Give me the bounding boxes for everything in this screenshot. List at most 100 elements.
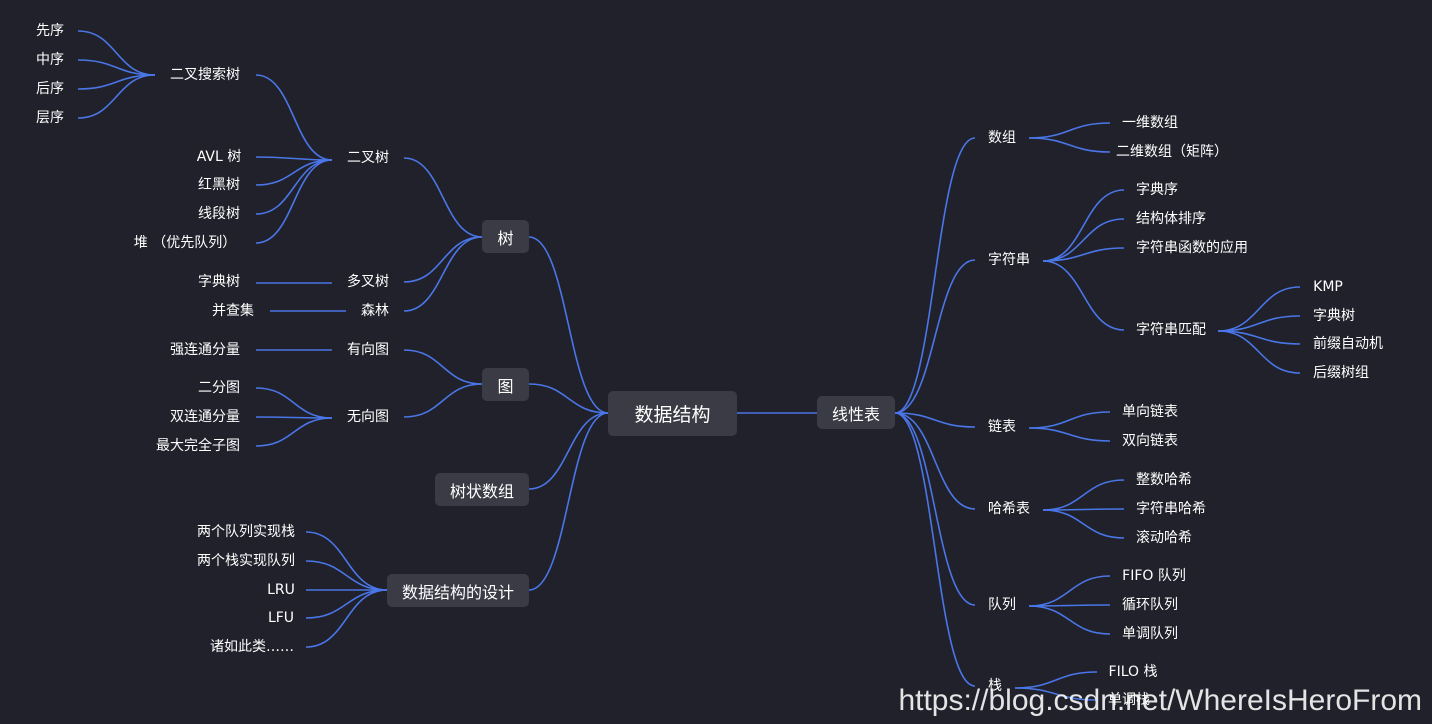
node-multiway-tree[interactable]: 多叉树 bbox=[347, 274, 389, 290]
edge-match-suffix bbox=[1217, 330, 1301, 374]
edge-queue-fifo bbox=[1028, 575, 1111, 607]
node-root[interactable]: 数据结构 bbox=[608, 391, 737, 436]
edge-string-funcs bbox=[1042, 247, 1125, 262]
node-str-hash[interactable]: 字符串哈希 bbox=[1136, 501, 1206, 517]
node-etc[interactable]: 诸如此类…… bbox=[210, 639, 294, 655]
node-monotonic-queue[interactable]: 单调队列 bbox=[1122, 626, 1178, 642]
node-array-2d[interactable]: 二维数组（矩阵） bbox=[1116, 144, 1228, 160]
node-trie-left[interactable]: 字典树 bbox=[198, 274, 240, 290]
node-trie-right[interactable]: 字典树 bbox=[1313, 308, 1355, 324]
node-levelorder[interactable]: 层序 bbox=[36, 110, 64, 126]
node-circular-queue[interactable]: 循环队列 bbox=[1122, 597, 1178, 613]
edge-string-struct bbox=[1042, 218, 1125, 262]
node-string-funcs[interactable]: 字符串函数的应用 bbox=[1136, 240, 1248, 256]
node-tree[interactable]: 树 bbox=[482, 220, 529, 253]
node-binary-tree[interactable]: 二叉树 bbox=[347, 150, 389, 166]
edge-design-qs bbox=[305, 531, 388, 591]
node-monotonic-stack[interactable]: 单调栈 bbox=[1108, 692, 1150, 708]
edge-string-lex bbox=[1042, 189, 1125, 262]
edge-root-fenwick bbox=[528, 412, 609, 490]
node-array[interactable]: 数组 bbox=[988, 130, 1016, 146]
node-stacks-as-queue[interactable]: 两个栈实现队列 bbox=[197, 553, 295, 569]
edge-hash-int bbox=[1042, 479, 1125, 511]
edge-bst-pre bbox=[77, 30, 156, 76]
node-postorder[interactable]: 后序 bbox=[36, 81, 64, 97]
edge-stack-mono bbox=[1014, 687, 1098, 701]
node-singly-linked[interactable]: 单向链表 bbox=[1122, 404, 1178, 420]
node-kmp[interactable]: KMP bbox=[1313, 279, 1343, 295]
node-string-match[interactable]: 字符串匹配 bbox=[1136, 322, 1206, 338]
edge-match-kmp bbox=[1217, 286, 1301, 332]
node-avl[interactable]: AVL 树 bbox=[196, 149, 242, 165]
node-linear-list[interactable]: 线性表 bbox=[817, 396, 895, 429]
edge-design-etc bbox=[305, 589, 388, 648]
node-stack[interactable]: 栈 bbox=[988, 678, 1002, 694]
node-red-black-tree[interactable]: 红黑树 bbox=[198, 177, 240, 193]
edge-linear-queue bbox=[894, 412, 976, 606]
node-hash-table[interactable]: 哈希表 bbox=[988, 501, 1030, 517]
edge-linear-string bbox=[894, 259, 976, 414]
node-rolling-hash[interactable]: 滚动哈希 bbox=[1136, 530, 1192, 546]
node-preorder[interactable]: 先序 bbox=[36, 23, 64, 39]
node-scc[interactable]: 强连通分量 bbox=[170, 342, 240, 358]
node-prefix-bit[interactable]: 后缀树组 bbox=[1313, 365, 1369, 381]
edge-linear-hash bbox=[894, 412, 976, 510]
edge-hash-roll bbox=[1042, 509, 1125, 539]
edge-binary-rb bbox=[255, 159, 333, 186]
node-forest[interactable]: 森林 bbox=[361, 303, 389, 319]
node-segment-tree[interactable]: 线段树 bbox=[198, 206, 240, 222]
node-bst[interactable]: 二叉搜索树 bbox=[170, 67, 240, 83]
edge-linear-list bbox=[894, 412, 976, 428]
edge-binary-bst bbox=[255, 74, 333, 161]
node-lfu[interactable]: LFU bbox=[267, 610, 295, 626]
edge-queue-circular bbox=[1028, 604, 1111, 607]
edge-undirected-clique bbox=[255, 417, 333, 447]
edge-array-2d bbox=[1028, 137, 1111, 153]
node-inorder[interactable]: 中序 bbox=[36, 52, 64, 68]
edge-design-sq bbox=[305, 560, 388, 591]
node-queues-as-stack[interactable]: 两个队列实现栈 bbox=[197, 524, 295, 540]
node-fenwick-tree[interactable]: 树状数组 bbox=[435, 473, 529, 506]
edge-linear-stack bbox=[894, 412, 976, 687]
node-fifo-queue[interactable]: FIFO 队列 bbox=[1122, 568, 1186, 584]
edge-graph-undirected bbox=[403, 383, 483, 418]
node-linked-list[interactable]: 链表 bbox=[988, 419, 1016, 435]
node-array-1d[interactable]: 一维数组 bbox=[1122, 115, 1178, 131]
node-graph[interactable]: 图 bbox=[482, 368, 529, 401]
edge-graph-directed bbox=[403, 349, 483, 385]
node-struct-sort[interactable]: 结构体排序 bbox=[1136, 211, 1206, 227]
edge-tree-binary bbox=[403, 157, 483, 238]
node-bcc[interactable]: 双连通分量 bbox=[170, 409, 240, 425]
edge-bst-level bbox=[77, 74, 156, 119]
edge-binary-heap bbox=[255, 159, 333, 244]
edge-string-match bbox=[1042, 260, 1125, 331]
edge-hash-str bbox=[1042, 508, 1125, 511]
node-union-find[interactable]: 并查集 bbox=[212, 303, 254, 319]
node-lex-order[interactable]: 字典序 bbox=[1136, 182, 1178, 198]
edge-bst-in bbox=[77, 59, 156, 76]
node-doubly-linked[interactable]: 双向链表 bbox=[1122, 433, 1178, 449]
node-filo-stack[interactable]: FILO 栈 bbox=[1108, 664, 1158, 680]
watermark: https://blog.csdn.net/WhereIsHeroFrom bbox=[898, 684, 1422, 717]
node-int-hash[interactable]: 整数哈希 bbox=[1136, 472, 1192, 488]
node-ac-automaton[interactable]: 前缀自动机 bbox=[1313, 336, 1383, 352]
node-ds-design[interactable]: 数据结构的设计 bbox=[387, 574, 529, 607]
node-queue[interactable]: 队列 bbox=[988, 597, 1016, 613]
edge-root-design bbox=[528, 412, 609, 591]
node-heap[interactable]: 堆 （优先队列） bbox=[133, 235, 237, 251]
edge-root-tree bbox=[528, 236, 609, 414]
edge-design-lfu bbox=[305, 589, 388, 619]
edge-queue-mono bbox=[1028, 605, 1111, 635]
edge-root-graph bbox=[528, 383, 609, 414]
edge-match-ac bbox=[1217, 330, 1301, 345]
node-string[interactable]: 字符串 bbox=[988, 252, 1030, 268]
edge-list-doubly bbox=[1028, 427, 1111, 442]
node-directed-graph[interactable]: 有向图 bbox=[347, 342, 389, 358]
node-lru[interactable]: LRU bbox=[267, 582, 295, 598]
node-bipartite[interactable]: 二分图 bbox=[198, 380, 240, 396]
edge-list-singly bbox=[1028, 411, 1111, 429]
node-undirected-graph[interactable]: 无向图 bbox=[347, 409, 389, 425]
node-max-clique[interactable]: 最大完全子图 bbox=[156, 438, 240, 454]
edge-undirected-bip bbox=[255, 387, 333, 419]
